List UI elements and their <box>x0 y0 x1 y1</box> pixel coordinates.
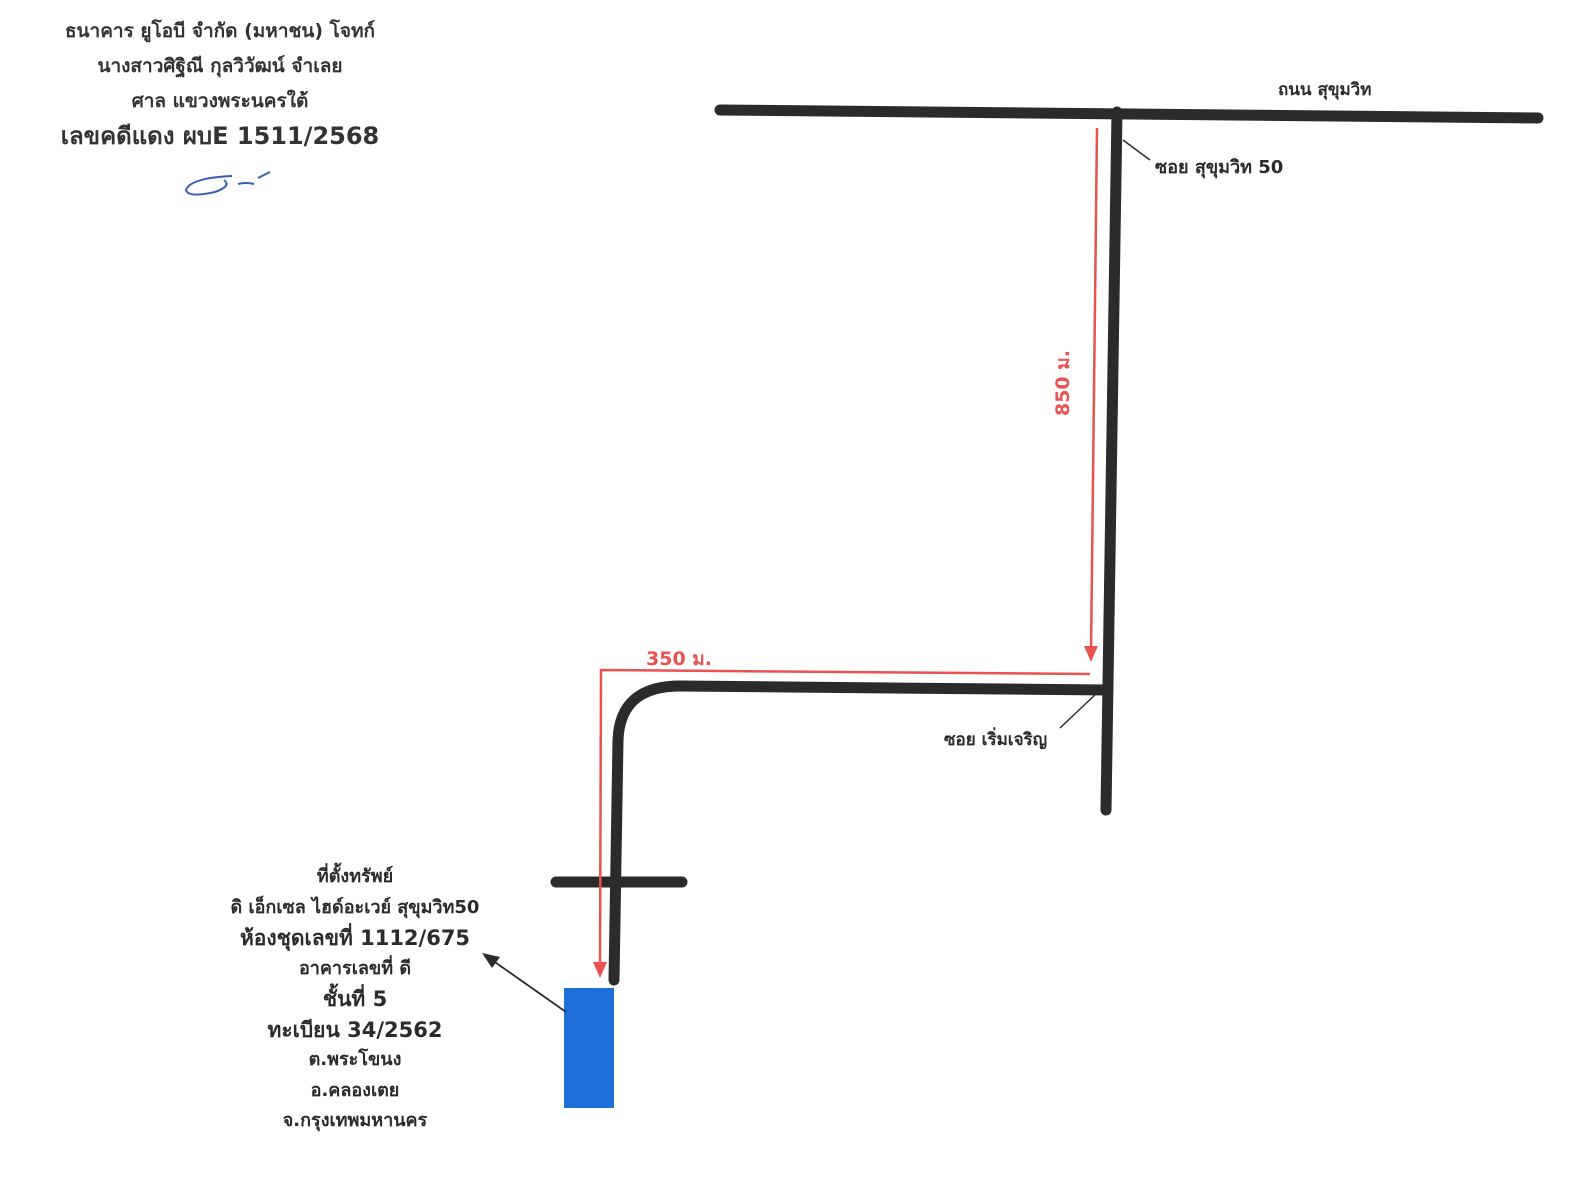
property-registration: ทะเบียน 34/2562 <box>267 1017 443 1042</box>
distance-horizontal-label: 350 ม. <box>646 648 713 670</box>
plaintiff-line: ธนาคาร ยูโอบี จำกัด (มหาชน) โจทก์ <box>64 20 376 42</box>
property-marker <box>564 988 614 1108</box>
arrow-pointer-icon <box>482 953 500 968</box>
case-number: เลขคดีแดง ผบE 1511/2568 <box>60 122 380 150</box>
property-subdistrict: ต.พระโขนง <box>308 1049 402 1070</box>
property-building: อาคารเลขที่ ดี <box>298 957 412 979</box>
route-horizontal-arrowhead <box>593 962 607 978</box>
property-pointer-line <box>491 959 567 1013</box>
property-unit: ห้องชุดเลขที่ 1112/675 <box>239 926 471 950</box>
distance-vertical-label: 850 ม. <box>1052 349 1075 417</box>
property-project: ดิ เอ็กเซล ไฮด์อะเวย์ สุขุมวิท50 <box>230 896 480 918</box>
property-province: จ.กรุงเทพมหานคร <box>282 1110 428 1131</box>
property-info: ที่ตั้งทรัพย์ ดิ เอ็กเซล ไฮด์อะเวย์ สุขุ… <box>200 862 510 1137</box>
route-vertical <box>1089 127 1099 655</box>
soi-roem-charoen-road <box>608 680 1114 986</box>
soi-sukhumvit-50-road <box>1100 106 1123 816</box>
property-district: อ.คลองเตย <box>310 1079 400 1101</box>
route-horizontal <box>598 668 1091 971</box>
soi-roem-leader <box>1059 691 1099 729</box>
route-vertical-arrowhead <box>1084 646 1098 662</box>
defendant-line: นางสาวศิฐิณี กุลวิวัฒน์ จำเลย <box>97 55 343 77</box>
property-floor: ชั้นที่ 5 <box>322 987 388 1011</box>
main-road <box>714 104 1544 124</box>
handwritten-signature <box>184 171 271 196</box>
soi-sukhumvit-label: ซอย สุขุมวิท 50 <box>1155 157 1284 178</box>
court-line: ศาล แขวงพระนครใต้ <box>131 90 309 112</box>
soi-roem-label: ซอย เริ่มเจริญ <box>944 730 1048 750</box>
case-header: ธนาคาร ยูโอบี จำกัด (มหาชน) โจทก์ นางสาว… <box>20 14 420 154</box>
main-road-label: ถนน สุขุมวิท <box>1278 80 1372 100</box>
soi-sukhumvit-leader <box>1122 139 1151 161</box>
property-title: ที่ตั้งทรัพย์ <box>316 866 394 887</box>
